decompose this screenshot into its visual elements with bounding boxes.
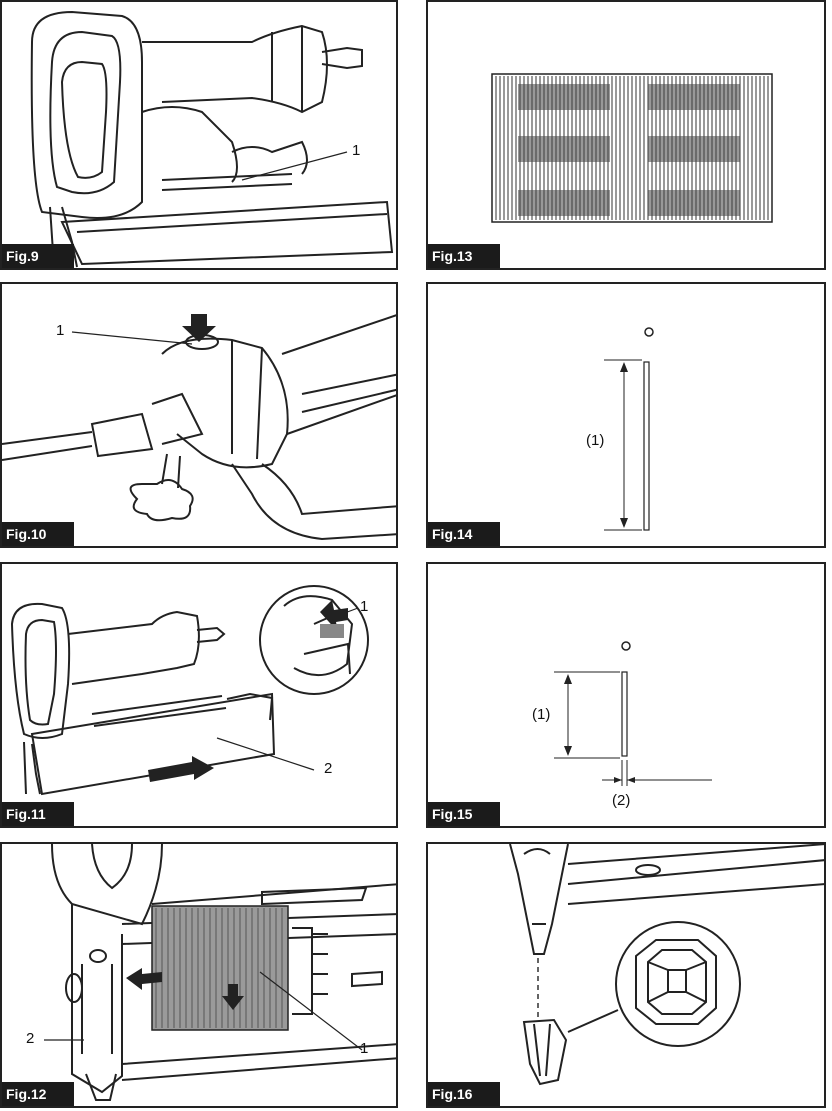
fig11-detail-latch [320,624,344,638]
fig15-callout-length: (1) [532,706,551,723]
fig12-leader-line-1 [259,971,363,1051]
fig12-callout-2: 2 [26,1030,35,1047]
fig9-label: Fig.9 [2,244,74,268]
fig13-brad-strip-illustration [491,73,773,223]
figure-panel-fig15: (1) (2) Fig.15 [426,562,826,828]
fig11-label: Fig.11 [2,802,74,826]
fig12-illustration [44,844,396,1101]
fig11-illustration [10,585,369,796]
fig11-leader-line-1 [341,607,359,615]
fig16-illustration [509,844,824,1086]
fig12-callout-1: 1 [360,1040,369,1057]
figure-panel-fig12: 1 2 Fig.12 [0,842,398,1108]
fig9-callout-1: 1 [352,142,361,159]
fig12-brad-strip [151,905,289,1031]
fig14-brad-illustration [604,327,654,531]
fig14-label: Fig.14 [428,522,500,546]
figure-panel-fig13: Fig.13 [426,0,826,270]
fig12-left-arrow [126,968,162,990]
fig12-down-arrow [222,984,244,1010]
fig9-leader-line-1 [241,151,348,181]
figure-panel-fig11: 1 2 Fig.11 [0,562,398,828]
figure-panel-fig10: 1 Fig.10 [0,282,398,548]
fig15-callout-thickness: (2) [612,792,631,809]
fig11-callout-1: 1 [360,598,369,615]
fig13-label: Fig.13 [428,244,500,268]
fig10-leader-line-1 [71,331,193,345]
fig9-illustration [30,10,394,268]
fig11-leader-line-2 [216,737,315,771]
fig15-brad-illustration [554,641,712,786]
fig11-slide-arrow [148,756,214,782]
figure-panel-fig16: Fig.16 [426,842,826,1108]
fig10-illustration [2,314,396,541]
fig11-callout-2: 2 [324,760,333,777]
fig12-label: Fig.12 [2,1082,74,1106]
fig10-label: Fig.10 [2,522,74,546]
figure-panel-fig9: 1 Fig.9 [0,0,398,270]
fig11-push-arrow [320,600,348,632]
fig15-label: Fig.15 [428,802,500,826]
fig16-label: Fig.16 [428,1082,500,1106]
fig14-callout-length: (1) [586,432,605,449]
fig10-press-arrow [182,314,216,342]
figure-panel-fig14: (1) Fig.14 [426,282,826,548]
fig10-callout-1: 1 [56,322,65,339]
